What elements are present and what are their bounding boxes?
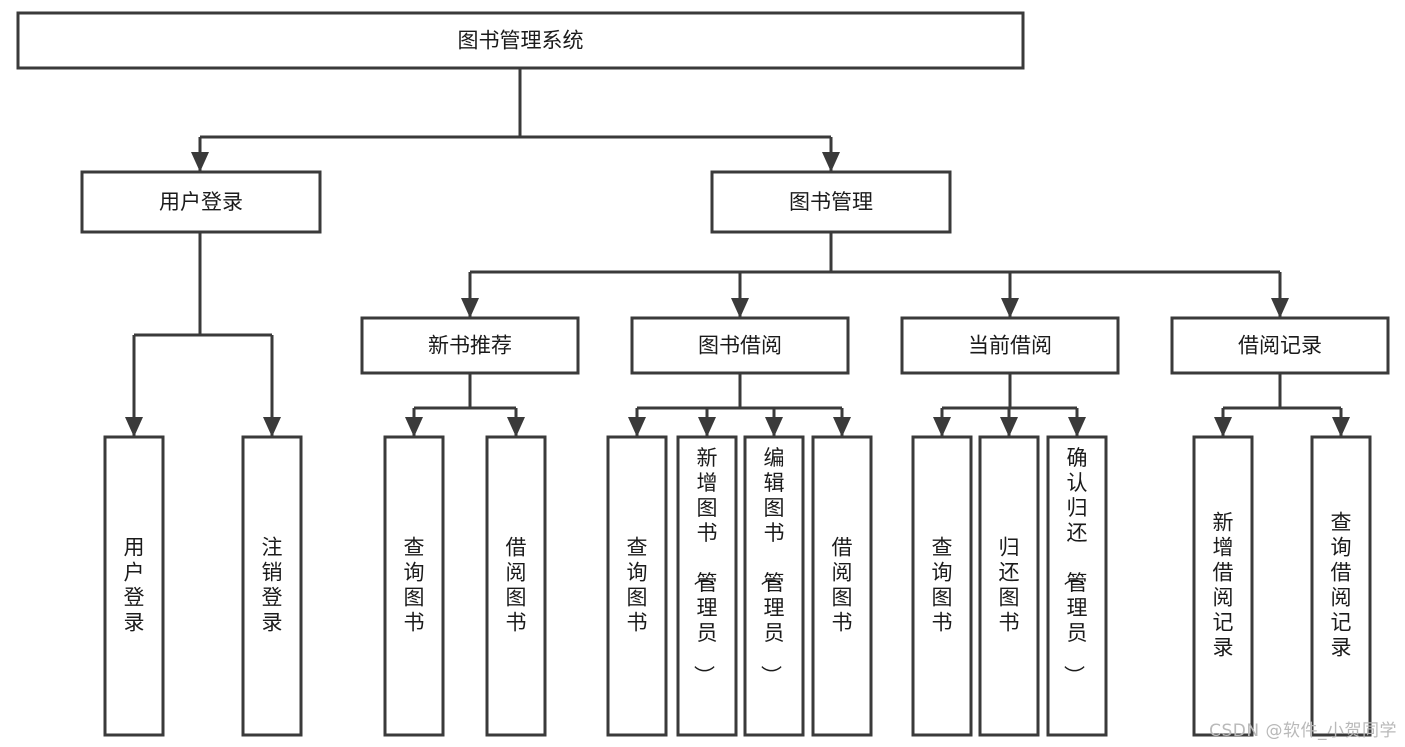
arrow-head-icon <box>933 417 951 437</box>
arrow-head-icon <box>833 417 851 437</box>
connector-group <box>405 373 525 437</box>
arrow-head-icon <box>628 417 646 437</box>
node-label: 借阅图书 <box>506 536 527 635</box>
arrow-head-icon <box>263 417 281 437</box>
arrow-head-icon <box>1000 417 1018 437</box>
arrow-head-icon <box>507 417 525 437</box>
node-box[interactable] <box>1310 435 1372 737</box>
connector-group <box>125 232 281 437</box>
node-box[interactable] <box>811 435 873 737</box>
node-leaf-add-book[interactable]: 新增图书（管理员） <box>676 435 738 737</box>
node-label: 图书管理系统 <box>458 29 584 53</box>
node-label: 新增图书（管理员） <box>692 446 718 686</box>
arrow-head-icon <box>731 298 749 318</box>
node-borrow-record[interactable]: 借阅记录 <box>1170 316 1390 375</box>
csdn-watermark: CSDN @软件_小贺同学 <box>1209 721 1397 741</box>
node-label: 编辑图书（管理员） <box>759 446 785 686</box>
connector-group <box>933 373 1086 437</box>
node-label: 注销登录 <box>262 536 283 635</box>
node-box[interactable] <box>606 435 668 737</box>
node-book-manage[interactable]: 图书管理 <box>710 170 952 234</box>
arrow-head-icon <box>698 417 716 437</box>
node-box[interactable] <box>241 435 303 737</box>
connector-group <box>1214 373 1350 437</box>
node-label: 图书管理 <box>789 190 873 214</box>
node-label: 归还图书 <box>999 536 1020 635</box>
arrow-head-icon <box>125 417 143 437</box>
node-book-borrow[interactable]: 图书借阅 <box>630 316 850 375</box>
node-box[interactable] <box>900 316 1120 375</box>
node-box[interactable] <box>710 170 952 234</box>
node-box[interactable] <box>1046 435 1108 737</box>
arrow-head-icon <box>461 298 479 318</box>
node-label: 借阅记录 <box>1238 334 1322 358</box>
node-leaf-borrow-book[interactable]: 借阅图书 <box>811 435 873 737</box>
node-box[interactable] <box>743 435 805 737</box>
connector-layer <box>125 68 1350 437</box>
node-box[interactable] <box>16 11 1025 70</box>
node-leaf-return-book[interactable]: 归还图书 <box>978 435 1040 737</box>
node-leaf-borrow-book-rec[interactable]: 借阅图书 <box>485 435 547 737</box>
node-label: 图书借阅 <box>698 334 782 358</box>
arrow-head-icon <box>765 417 783 437</box>
node-label: 查询图书 <box>932 536 953 635</box>
node-box[interactable] <box>80 170 322 234</box>
node-label: 确认归还（管理员） <box>1062 446 1088 686</box>
node-leaf-query-record[interactable]: 查询借阅记录 <box>1310 435 1372 737</box>
node-label: 用户登录 <box>124 536 145 635</box>
node-box[interactable] <box>978 435 1040 737</box>
node-label: 查询图书 <box>404 536 425 635</box>
node-leaf-confirm-return[interactable]: 确认归还（管理员） <box>1046 435 1108 737</box>
node-user-login[interactable]: 用户登录 <box>80 170 322 234</box>
arrow-head-icon <box>1068 417 1086 437</box>
node-leaf-query-book-rec[interactable]: 查询图书 <box>383 435 445 737</box>
node-root[interactable]: 图书管理系统 <box>16 11 1025 70</box>
node-box[interactable] <box>103 435 165 737</box>
node-label: 新书推荐 <box>428 334 512 358</box>
node-leaf-query-book-cur[interactable]: 查询图书 <box>911 435 973 737</box>
arrow-head-icon <box>1001 298 1019 318</box>
arrow-head-icon <box>191 152 209 172</box>
node-box[interactable] <box>485 435 547 737</box>
arrow-head-icon <box>1332 417 1350 437</box>
arrow-head-icon <box>822 152 840 172</box>
node-box[interactable] <box>383 435 445 737</box>
node-leaf-add-record[interactable]: 新增借阅记录 <box>1192 435 1254 737</box>
node-box[interactable] <box>630 316 850 375</box>
node-box[interactable] <box>1170 316 1390 375</box>
node-layer: 图书管理系统用户登录图书管理新书推荐图书借阅当前借阅借阅记录用户登录注销登录查询… <box>16 11 1390 737</box>
connector-group <box>461 232 1289 318</box>
node-leaf-edit-book[interactable]: 编辑图书（管理员） <box>743 435 805 737</box>
node-label: 查询借阅记录 <box>1331 511 1352 660</box>
node-box[interactable] <box>1192 435 1254 737</box>
node-box[interactable] <box>911 435 973 737</box>
node-box[interactable] <box>360 316 580 375</box>
node-new-book-rec[interactable]: 新书推荐 <box>360 316 580 375</box>
node-box[interactable] <box>676 435 738 737</box>
node-label: 借阅图书 <box>832 536 853 635</box>
node-label: 新增借阅记录 <box>1213 511 1234 660</box>
node-label: 用户登录 <box>159 190 243 214</box>
node-leaf-logout[interactable]: 注销登录 <box>241 435 303 737</box>
connector-group <box>628 373 851 437</box>
node-leaf-user-login[interactable]: 用户登录 <box>103 435 165 737</box>
node-leaf-query-book-borrow[interactable]: 查询图书 <box>606 435 668 737</box>
arrow-head-icon <box>405 417 423 437</box>
node-label: 当前借阅 <box>968 334 1052 358</box>
arrow-head-icon <box>1271 298 1289 318</box>
connector-group <box>191 68 840 172</box>
node-label: 查询图书 <box>627 536 648 635</box>
node-current-borrow[interactable]: 当前借阅 <box>900 316 1120 375</box>
arrow-head-icon <box>1214 417 1232 437</box>
